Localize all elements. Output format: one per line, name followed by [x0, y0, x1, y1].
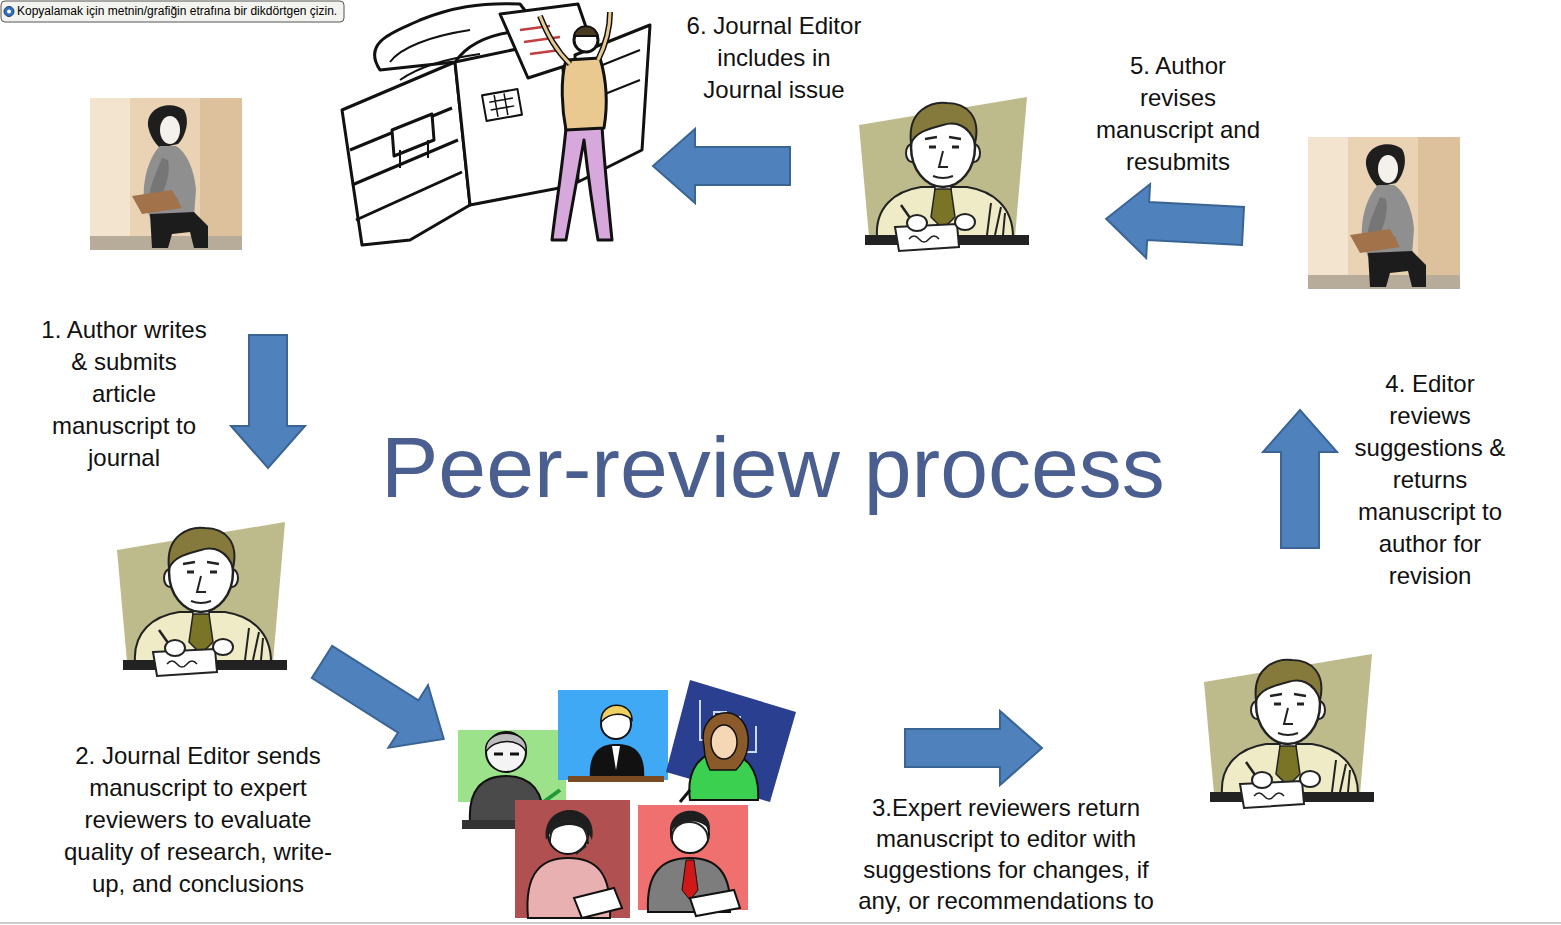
tooltip-box — [1, 1, 344, 22]
tooltip-box — [4, 7, 14, 17]
step-text: 6. Journal Editor includes in Journal is… — [681, 10, 867, 106]
printing-press — [488, 92, 515, 118]
printing-press — [350, 108, 462, 220]
printing-press — [342, 4, 650, 245]
reviewers-collage — [486, 733, 526, 752]
step-text: 4. Editor reviews suggestions & returns … — [1348, 368, 1512, 592]
editor-figure — [117, 522, 287, 676]
reviewers-collage — [690, 890, 740, 916]
author-figure — [90, 98, 242, 250]
printing-press — [562, 58, 606, 130]
reviewers-collage — [682, 860, 698, 900]
editor-figure — [859, 97, 1029, 251]
printing-press — [540, 12, 610, 64]
block-arrow — [1263, 410, 1337, 548]
step-text: 3.Expert reviewers return manuscript to … — [841, 792, 1171, 916]
block-arrow — [302, 631, 463, 770]
reviewers-collage — [515, 800, 630, 918]
printing-press — [540, 12, 610, 64]
step-text: 2. Journal Editor sends manuscript to ex… — [49, 740, 347, 900]
reviewers-collage — [458, 680, 796, 918]
reviewers-collage — [576, 846, 586, 854]
editor-figure — [1204, 654, 1374, 808]
reviewers-collage — [550, 820, 588, 844]
reviewers-collage — [590, 744, 644, 780]
reviewers-collage — [672, 822, 708, 840]
tooltip-text: Kopyalamak için metnin/grafiğin etrafına… — [17, 3, 337, 19]
reviewers-collage — [666, 680, 796, 802]
step-text: 1. Author writes & submits article manus… — [40, 314, 208, 474]
block-arrow — [653, 129, 790, 203]
block-arrow — [905, 711, 1042, 785]
step-text: 5. Author revises manuscript and resubmi… — [1092, 50, 1264, 178]
printing-press — [390, 30, 480, 80]
block-arrow — [231, 129, 1337, 785]
tooltip-box — [1, 1, 344, 22]
reviewers-collage — [574, 888, 622, 918]
reviewers-collage — [703, 713, 748, 770]
reviewers-collage — [568, 776, 664, 782]
tooltip-box — [7, 10, 11, 14]
page-edge — [0, 922, 1561, 924]
printing-press — [574, 26, 598, 36]
block-arrow — [1104, 182, 1245, 263]
block-arrow — [231, 335, 305, 468]
printing-press — [552, 126, 612, 240]
reviewers-collage — [546, 810, 593, 840]
reviewers-collage — [711, 725, 737, 759]
reviewers-collage — [486, 732, 526, 772]
printing-press — [482, 89, 522, 121]
printing-press — [400, 140, 428, 168]
printing-press — [342, 62, 470, 245]
diagram-title: Peer-review process — [381, 424, 1165, 510]
reviewers-collage — [558, 690, 668, 780]
author-figure — [1308, 137, 1460, 289]
reviewers-collage — [680, 790, 690, 802]
reviewers-collage — [494, 753, 519, 756]
reviewers-collage — [612, 746, 620, 770]
reviewers-collage — [601, 705, 632, 722]
